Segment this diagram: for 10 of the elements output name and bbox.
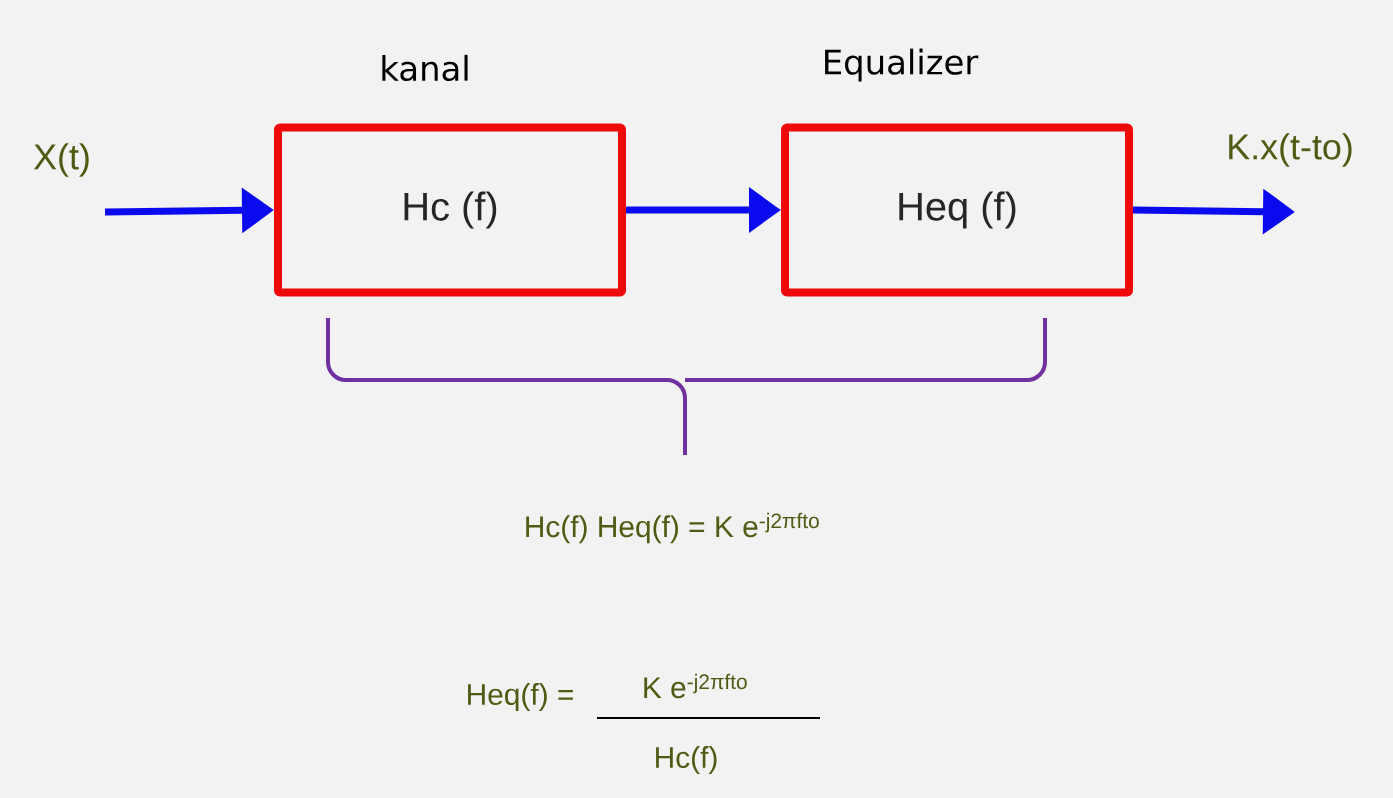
signal-label: K.x(t-to) [1229,133,1352,167]
block-box: Hc (f) [274,123,626,297]
block-heading: kanal [382,54,468,82]
block-box: Heq (f) [781,123,1133,297]
equation-text: Hc(f) Heq(f) = K e$^{-j2πfto}$ [526,512,819,544]
equation-text: K e$^{-j2πfto}$ [644,673,747,699]
block-heading: Equalizer [825,48,979,82]
signal-label: X(t) [33,143,89,177]
equation-text: Heq(f) = [468,683,573,711]
equation-text: Hc(f) [656,746,717,774]
